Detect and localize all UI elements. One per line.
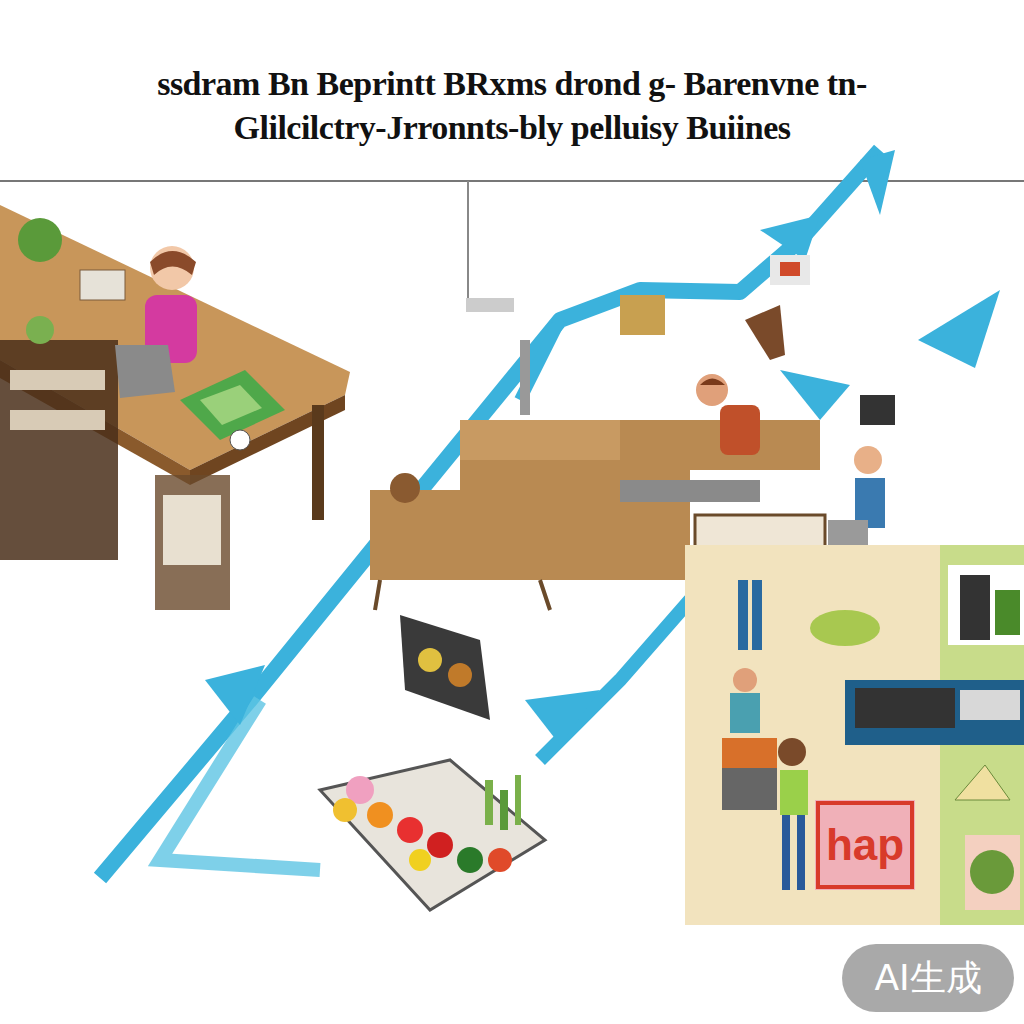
watermark: AI生成 (842, 944, 1014, 1012)
sign-text: hap (818, 803, 912, 887)
right-store-part (685, 545, 1024, 925)
right-store-part (960, 690, 1020, 720)
frame-lines-part (467, 181, 469, 305)
right-store-part (752, 580, 762, 650)
left-desk-part (0, 340, 118, 560)
flow-arrows-part (780, 370, 850, 420)
produce-tray-part (397, 817, 423, 843)
left-desk-part (10, 410, 105, 430)
left-desk-part (26, 316, 54, 344)
middle-counter-part (390, 473, 420, 503)
produce-tray-part (320, 760, 545, 910)
right-store-part (778, 738, 806, 766)
right-store-part (955, 765, 1010, 800)
middle-counter-part (745, 305, 785, 360)
middle-counter-part (620, 295, 665, 335)
left-desk-part (163, 495, 221, 565)
produce-tray-part (488, 848, 512, 872)
left-desk-part (10, 370, 105, 390)
right-store-part (810, 610, 880, 646)
middle-counter-part (770, 255, 810, 285)
basket-part (400, 615, 490, 720)
basket-part (418, 648, 442, 672)
left-desk-part (200, 385, 262, 425)
left-desk-part (230, 430, 250, 450)
sign-board-part (818, 803, 912, 887)
right-store-part (960, 575, 990, 640)
right-store-part (738, 580, 748, 650)
right-store (685, 545, 1024, 925)
right-store-part (733, 668, 757, 692)
right-store-part (995, 590, 1020, 635)
flow-arrows-part (160, 700, 320, 870)
watermark-pill-part (842, 944, 1014, 1012)
right-store-part (780, 770, 808, 815)
right-store-part (948, 565, 1024, 645)
frame-lines-part (466, 298, 514, 312)
middle-counter-part (854, 446, 882, 474)
left-desk-part (80, 270, 125, 300)
diagram-title: ssdram Bn Beprintt BRxms drond g- Barenv… (100, 62, 924, 150)
produce-tray-part (333, 798, 357, 822)
left-desk (0, 205, 350, 610)
middle-counter-part (860, 395, 895, 425)
flow-arrows-part (860, 150, 895, 215)
flow-arrows-part (205, 665, 265, 725)
flow-arrows-part (760, 215, 820, 260)
produce-tray-part (367, 802, 393, 828)
middle-counter-part (620, 480, 760, 502)
middle-counter-part (375, 580, 380, 610)
basket-part (448, 663, 472, 687)
right-store-part (965, 835, 1020, 910)
right-store-part (797, 815, 805, 890)
left-desk-part (150, 251, 196, 275)
produce-tray-part (457, 847, 483, 873)
middle-counter-part (700, 379, 725, 386)
right-store-part (845, 680, 1024, 745)
right-store-part (722, 738, 777, 768)
right-store-part (782, 815, 790, 890)
flow-arrows-part (100, 150, 880, 878)
basket (400, 615, 490, 720)
flow-arrows-part (918, 290, 1000, 368)
left-desk-part (155, 475, 230, 610)
produce-tray-part (485, 780, 493, 825)
produce-tray-part (427, 832, 453, 858)
middle-counter-part (696, 374, 728, 406)
middle-counter-part (780, 262, 800, 276)
produce-tray-part (409, 849, 431, 871)
flow-arrows-part (525, 690, 600, 745)
left-desk-part (115, 345, 175, 398)
produce-tray (320, 760, 545, 910)
middle-counter-part (720, 405, 760, 455)
middle-counter-part (460, 420, 620, 460)
left-desk-part (18, 218, 62, 262)
middle-counter-part (540, 580, 550, 610)
watermark-pill (842, 944, 1014, 1012)
right-store-part (815, 800, 915, 890)
right-store-part (855, 688, 955, 728)
middle-counter-part (520, 340, 530, 415)
right-store-part (730, 693, 760, 733)
right-store-part (722, 768, 777, 810)
left-desk-part (312, 405, 324, 520)
produce-tray-part (500, 790, 508, 830)
left-desk-part (180, 370, 285, 440)
produce-tray-part (515, 775, 521, 825)
right-store-part (970, 850, 1014, 894)
sign-board (818, 803, 912, 887)
